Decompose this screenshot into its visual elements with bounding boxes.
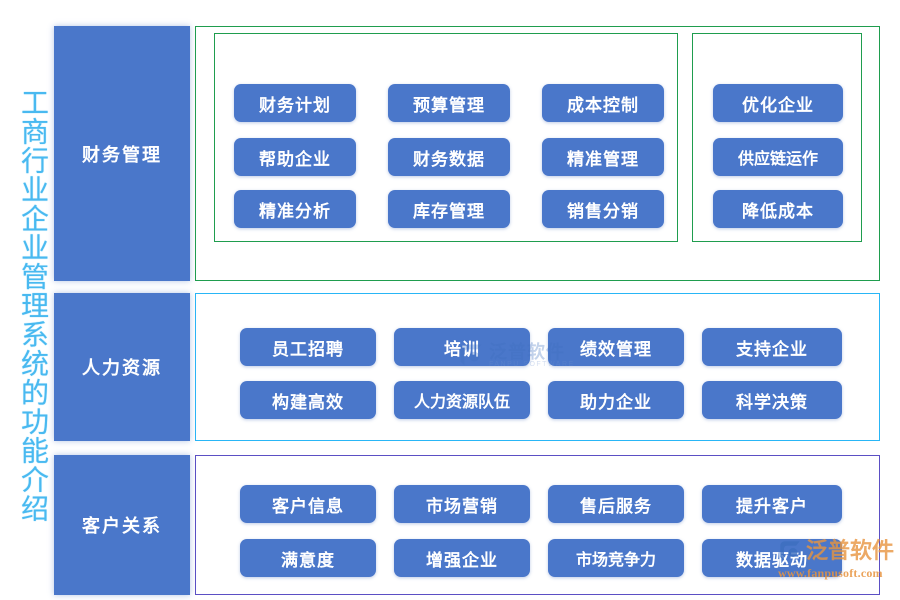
item-pill[interactable]: 降低成本 (713, 190, 843, 228)
item-pill[interactable]: 客户信息 (240, 485, 376, 523)
item-pill[interactable]: 数据驱动 (702, 539, 842, 577)
item-pill[interactable]: 精准管理 (542, 138, 664, 176)
page-title-vertical: 工商行业企业管理系统的功能介绍 (17, 88, 48, 523)
item-pill[interactable]: 库存管理 (388, 190, 510, 228)
item-pill[interactable]: 助力企业 (548, 381, 684, 419)
item-pill[interactable]: 精准分析 (234, 190, 356, 228)
item-pill[interactable]: 员工招聘 (240, 328, 376, 366)
item-pill[interactable]: 科学决策 (702, 381, 842, 419)
item-pill[interactable]: 提升客户 (702, 485, 842, 523)
item-pill[interactable]: 财务计划 (234, 84, 356, 122)
item-pill[interactable]: 优化企业 (713, 84, 843, 122)
item-pill[interactable]: 构建高效 (240, 381, 376, 419)
item-pill[interactable]: 售后服务 (548, 485, 684, 523)
item-pill[interactable]: 培训 (394, 328, 530, 366)
item-pill[interactable]: 满意度 (240, 539, 376, 577)
item-pill[interactable]: 人力资源队伍 (394, 381, 530, 419)
item-pill[interactable]: 财务数据 (388, 138, 510, 176)
category-label-finance[interactable]: 财务管理 (54, 26, 190, 281)
item-pill[interactable]: 帮助企业 (234, 138, 356, 176)
category-label-hr[interactable]: 人力资源 (54, 293, 190, 441)
item-pill[interactable]: 绩效管理 (548, 328, 684, 366)
item-pill[interactable]: 供应链运作 (713, 138, 843, 176)
item-pill[interactable]: 预算管理 (388, 84, 510, 122)
category-label-crm[interactable]: 客户关系 (54, 455, 190, 595)
item-pill[interactable]: 市场营销 (394, 485, 530, 523)
item-pill[interactable]: 支持企业 (702, 328, 842, 366)
item-pill[interactable]: 市场竞争力 (548, 539, 684, 577)
item-pill[interactable]: 销售分销 (542, 190, 664, 228)
item-pill[interactable]: 成本控制 (542, 84, 664, 122)
item-pill[interactable]: 增强企业 (394, 539, 530, 577)
